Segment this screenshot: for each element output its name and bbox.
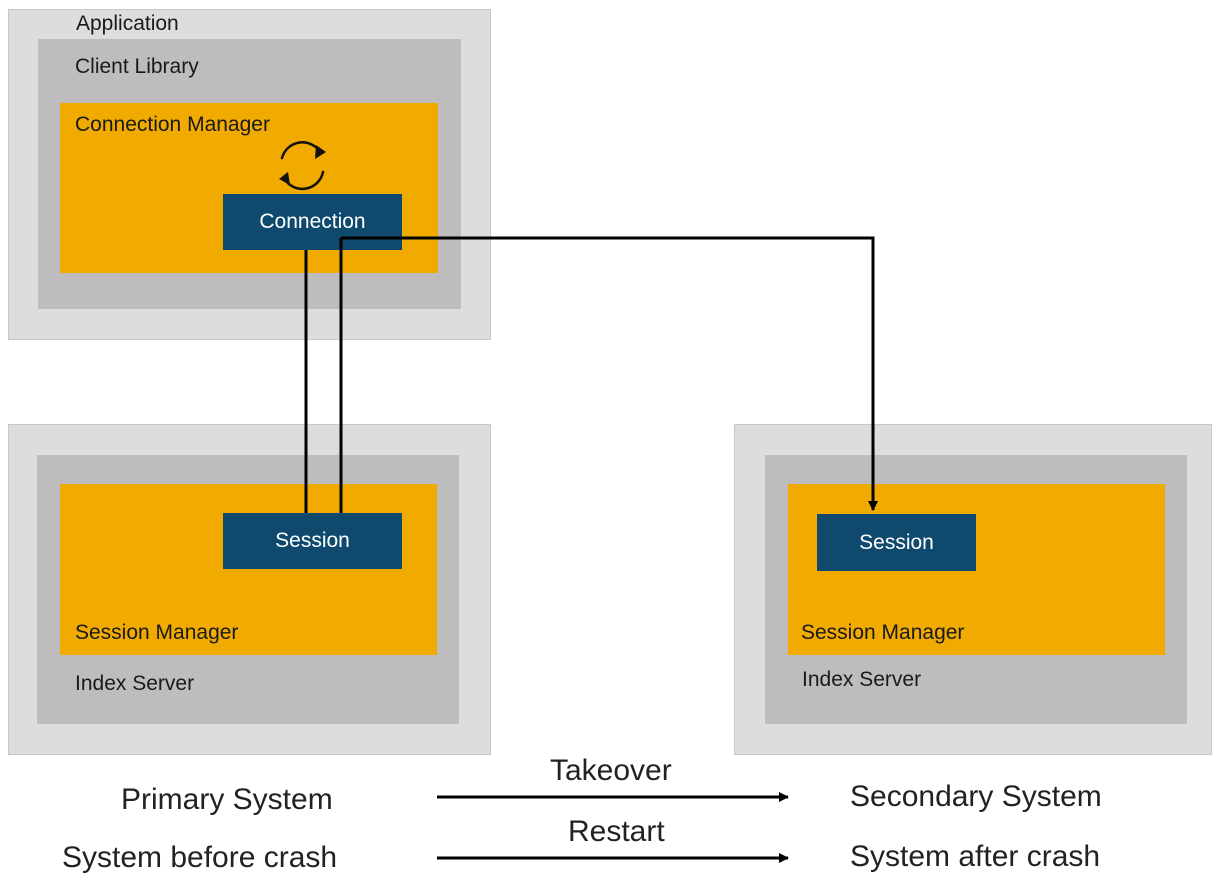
primary-session-manager: Session Manager <box>60 484 437 655</box>
application-label: Application <box>76 12 179 35</box>
system-after-crash-label: System after crash <box>850 840 1101 873</box>
secondary-session-manager-label: Session Manager <box>801 621 965 644</box>
takeover-label: Takeover <box>550 754 672 787</box>
primary-session-box: Session <box>223 513 402 569</box>
connection-manager-label: Connection Manager <box>75 113 270 136</box>
primary-system-label: Primary System <box>121 783 333 816</box>
primary-session-manager-label: Session Manager <box>75 621 239 644</box>
connection-label: Connection <box>259 210 366 233</box>
secondary-system-label: Secondary System <box>850 780 1102 813</box>
system-before-crash-label: System before crash <box>62 841 338 874</box>
restart-label: Restart <box>568 815 665 848</box>
connection-box: Connection <box>223 194 402 250</box>
secondary-session-box: Session <box>817 514 976 571</box>
secondary-index-server-label: Index Server <box>802 668 922 691</box>
primary-session-label: Session <box>275 529 350 552</box>
client-library-label: Client Library <box>75 55 199 78</box>
primary-index-server-label: Index Server <box>75 672 195 695</box>
secondary-session-label: Session <box>859 530 934 554</box>
